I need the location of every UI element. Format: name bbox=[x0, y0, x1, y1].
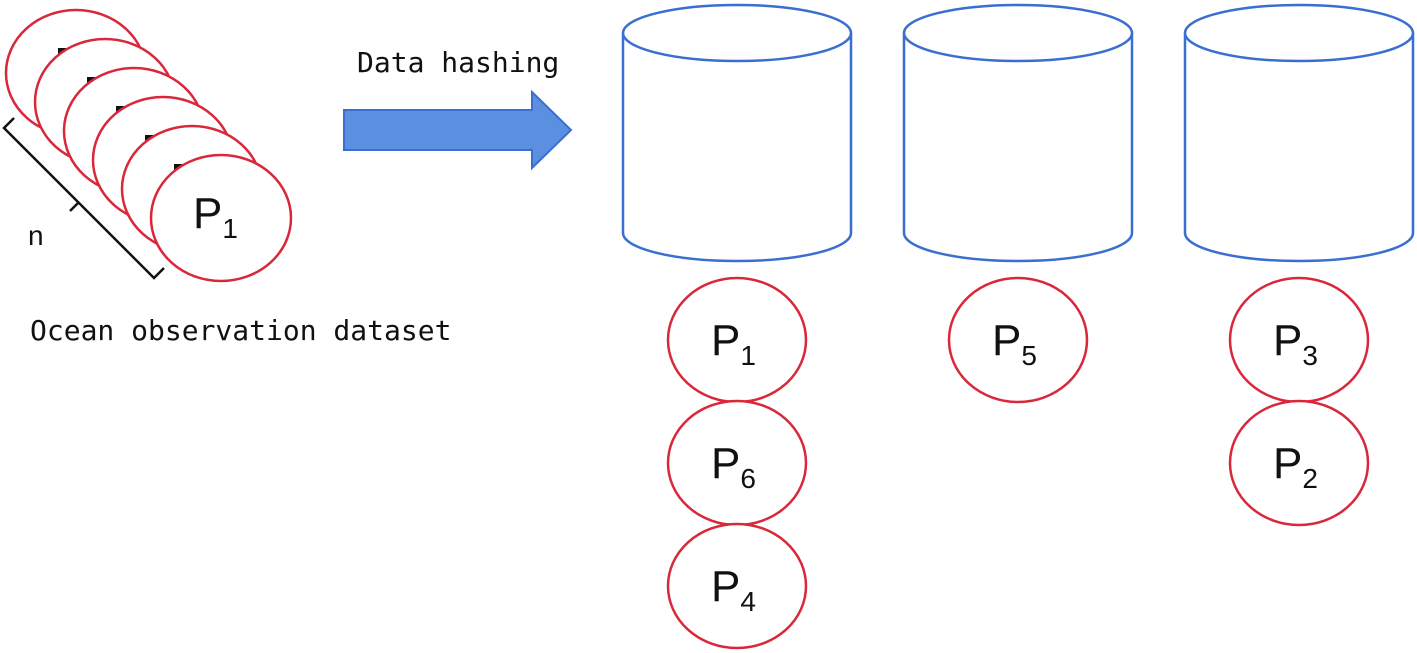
cylinder-top bbox=[621, 3, 853, 63]
record-circle bbox=[1228, 399, 1370, 527]
record-label: P5 bbox=[992, 316, 1037, 371]
stack-brace bbox=[2, 117, 165, 280]
bucket-2: P5 bbox=[902, 3, 1134, 404]
dataset-stack bbox=[4, 8, 293, 283]
cylinder-top bbox=[902, 3, 1134, 63]
dataset-record-circle bbox=[149, 153, 293, 283]
dataset-front-label: P1 bbox=[193, 189, 238, 244]
record-label: P6 bbox=[711, 439, 756, 494]
stack-count-label: n bbox=[28, 220, 44, 251]
record-circle bbox=[666, 522, 808, 650]
hashing-arrow bbox=[343, 89, 573, 171]
record-circle bbox=[947, 276, 1089, 404]
cylinder-body bbox=[1183, 33, 1415, 263]
cylinder-body bbox=[902, 33, 1134, 263]
record-label: P3 bbox=[1273, 316, 1318, 371]
arrow-label: Data hashing bbox=[357, 46, 559, 79]
record-label: P4 bbox=[711, 562, 756, 617]
record-label: P2 bbox=[1273, 439, 1318, 494]
dataset-label: Ocean observation dataset bbox=[30, 314, 451, 347]
cylinder-body bbox=[621, 33, 853, 263]
record-label: P1 bbox=[711, 316, 756, 371]
cylinder-top bbox=[1183, 3, 1415, 63]
